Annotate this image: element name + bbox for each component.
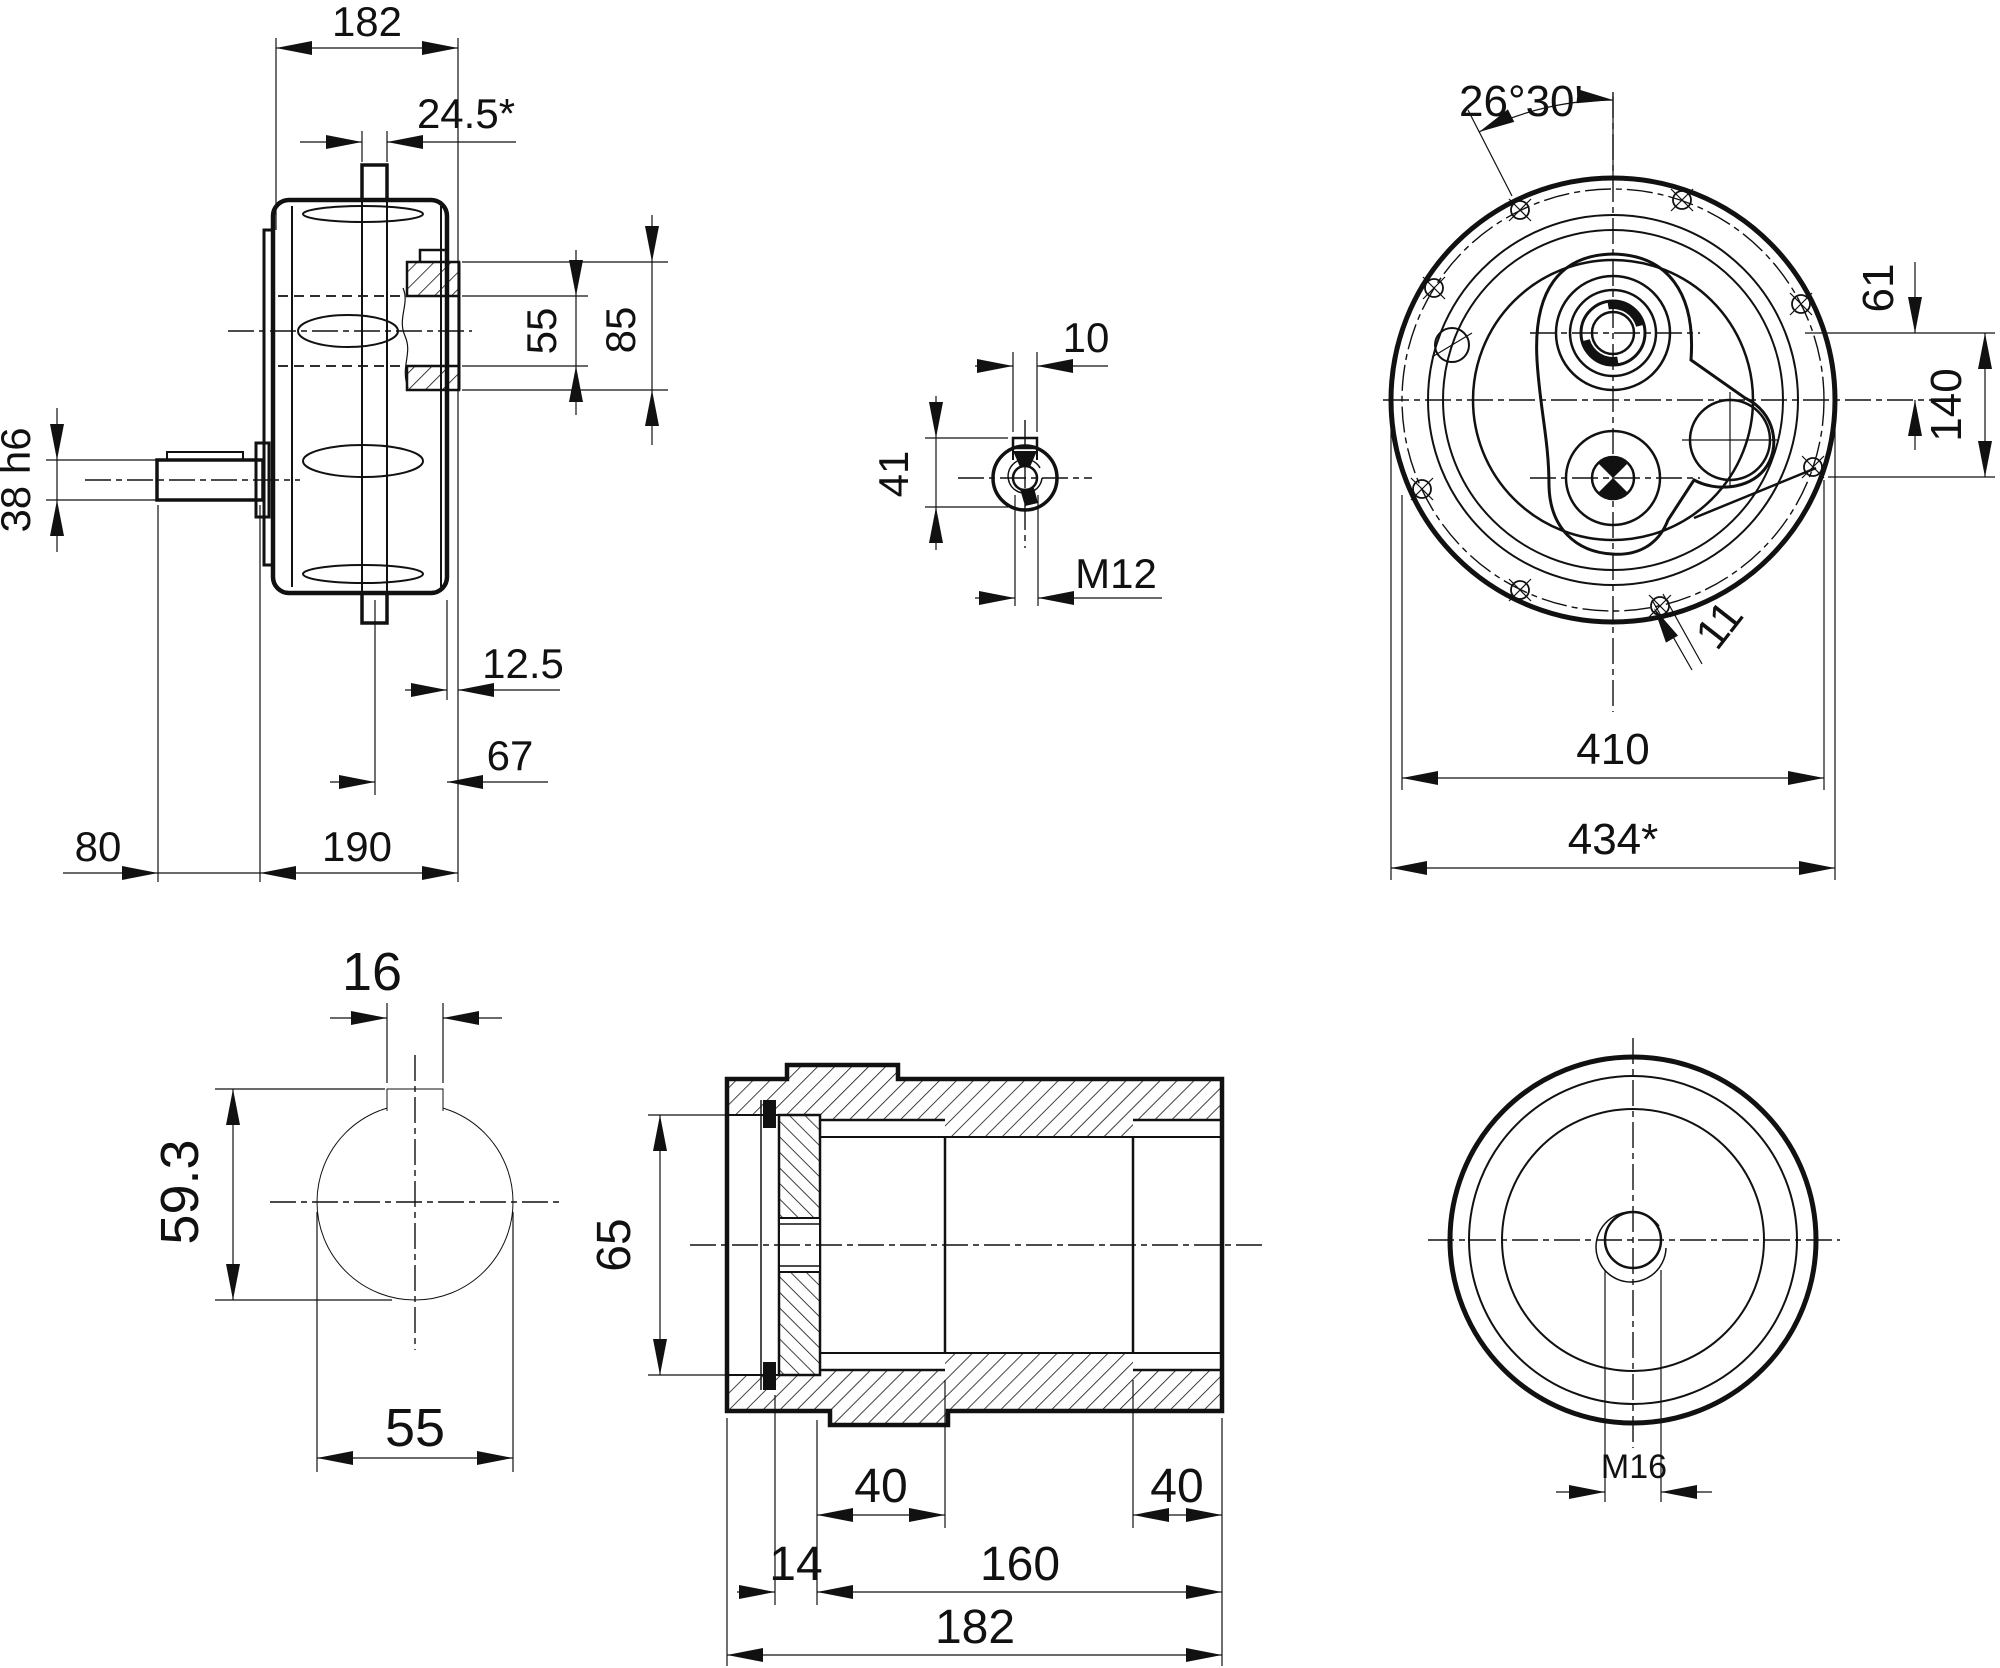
dim-label-26-30: 26°30' bbox=[1459, 77, 1583, 126]
dim-shaft-dia: 55 bbox=[316, 1212, 514, 1472]
dim-diameters: 410 434* bbox=[1390, 415, 1836, 880]
side-hole bbox=[1682, 392, 1778, 488]
side-section-view: 182 24.5* 55 85 bbox=[0, 0, 668, 882]
dim-label-85: 85 bbox=[597, 307, 644, 354]
dim-label-m12: M12 bbox=[1075, 550, 1157, 597]
dim-label-41: 41 bbox=[870, 451, 917, 498]
dim-label-55: 55 bbox=[385, 1398, 445, 1458]
dim-label-59-3: 59.3 bbox=[150, 1139, 210, 1244]
flange-top-tab bbox=[360, 163, 389, 202]
bolt-holes bbox=[1410, 188, 1825, 618]
hub-section-top bbox=[405, 260, 461, 298]
key-section-fill bbox=[1020, 488, 1038, 506]
dim-label-182: 182 bbox=[332, 0, 402, 45]
dim-label-24-5: 24.5* bbox=[417, 90, 515, 137]
wheel-view: M16 bbox=[1428, 1038, 1840, 1502]
dim-label-65: 65 bbox=[588, 1218, 641, 1271]
dim-washer-and-bore: 14 160 bbox=[737, 1395, 1222, 1605]
dim-spline-lengths: 40 40 bbox=[816, 1380, 1222, 1528]
seal-ring-bottom bbox=[763, 1362, 776, 1390]
dim-bolt-angle: 26°30' bbox=[1459, 77, 1614, 197]
dim-overall-width: 182 bbox=[275, 0, 459, 700]
dim-tapped-hole: M12 bbox=[975, 495, 1162, 606]
dim-label-190: 190 bbox=[322, 823, 392, 870]
dim-label-40-right: 40 bbox=[1150, 1460, 1203, 1513]
dim-shaft-offsets: 61 140 bbox=[1805, 262, 1995, 478]
hollow-shaft-outline bbox=[724, 1062, 1225, 1428]
dim-label-434: 434* bbox=[1568, 815, 1659, 864]
dim-key-width: 16 bbox=[330, 942, 502, 1083]
gear-outline bbox=[302, 205, 424, 223]
front-view: 26°30' 61 140 11 410 bbox=[1383, 77, 1995, 880]
seal-ring-top bbox=[763, 1100, 776, 1128]
dim-label-14: 14 bbox=[769, 1538, 822, 1591]
bearing-boss-outline bbox=[1535, 252, 1776, 556]
dim-label-10: 10 bbox=[1063, 314, 1110, 361]
shaft-end-view: 10 41 M12 bbox=[870, 314, 1162, 606]
dim-face-offset: 67 bbox=[330, 600, 548, 795]
dim-label-410: 410 bbox=[1576, 725, 1649, 774]
dim-label-140: 140 bbox=[1922, 368, 1971, 441]
key-section-fill bbox=[1013, 451, 1037, 467]
dim-label-m16: M16 bbox=[1601, 1448, 1667, 1486]
hub-section-bottom bbox=[405, 364, 461, 392]
dim-key-width: 10 bbox=[975, 314, 1109, 432]
dim-seal-bore: 65 bbox=[588, 1114, 730, 1376]
dim-hub-protrusion: 12.5 bbox=[405, 600, 564, 700]
gear-outline bbox=[302, 444, 424, 478]
dim-shaft-and-housing: 80 190 bbox=[63, 505, 459, 882]
gear-outline bbox=[302, 564, 424, 584]
dim-label-16: 16 bbox=[342, 942, 402, 1002]
dim-hub-diameters: 55 85 bbox=[462, 215, 668, 445]
dim-overall-length: 182 bbox=[726, 1418, 1223, 1666]
dim-label-182-bottom: 182 bbox=[935, 1601, 1015, 1654]
dim-label-67: 67 bbox=[487, 732, 534, 779]
dim-label-38h6: 38 h6 bbox=[0, 427, 39, 532]
dim-flat-height: 41 bbox=[870, 396, 1008, 550]
dim-input-shaft: 38 h6 bbox=[0, 408, 162, 552]
dim-label-160: 160 bbox=[980, 1538, 1060, 1591]
dim-label-40-left: 40 bbox=[854, 1460, 907, 1513]
dim-label-61: 61 bbox=[1854, 264, 1903, 313]
dim-label-12-5: 12.5 bbox=[482, 640, 564, 687]
dim-label-55: 55 bbox=[518, 308, 565, 355]
dim-tapped-hole-m16: M16 bbox=[1556, 1270, 1712, 1502]
left-cover-plate bbox=[262, 228, 275, 567]
dim-flange-thickness: 24.5* bbox=[300, 90, 516, 162]
dim-label-80: 80 bbox=[75, 823, 122, 870]
dim-label-11: 11 bbox=[1686, 592, 1753, 658]
key-section-view: 16 59.3 55 bbox=[150, 942, 560, 1472]
dim-height-over-key: 59.3 bbox=[150, 1088, 392, 1301]
hollow-shaft-view: 65 40 40 14 160 bbox=[588, 1062, 1265, 1666]
oil-hole bbox=[1431, 327, 1473, 363]
break-line bbox=[401, 287, 409, 389]
